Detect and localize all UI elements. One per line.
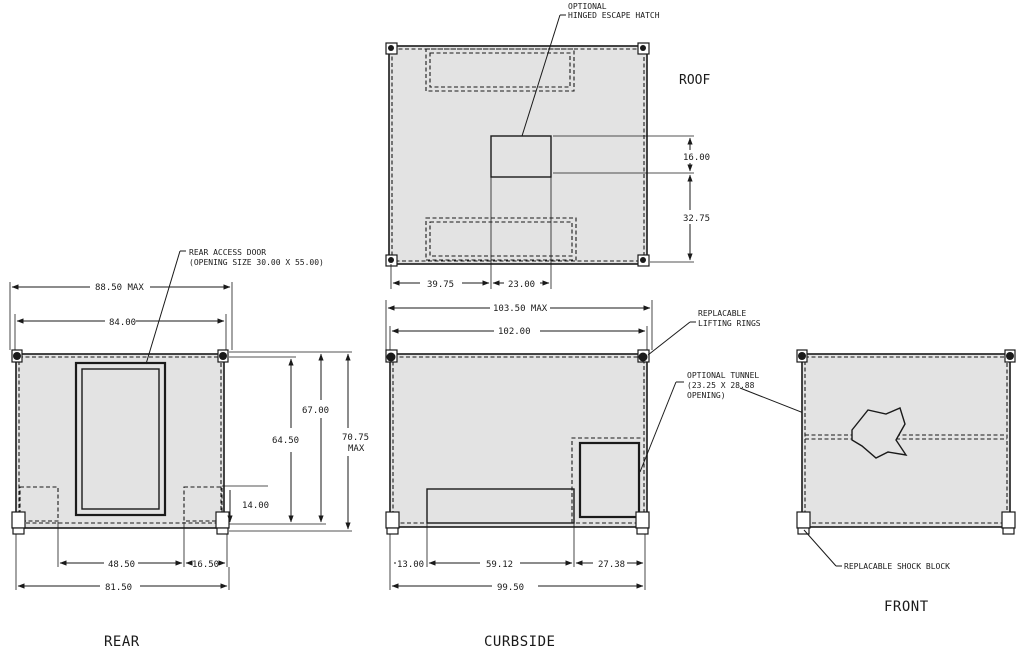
curbside-view-title: CURBSIDE [484,634,555,650]
escape-hatch-leader [521,14,561,137]
escape-hatch-note-line2: HINGED ESCAPE HATCH [568,11,660,20]
dim-rear-bottom-b: 16.50 [192,560,219,570]
front-view-title: FRONT [884,599,929,615]
dim-rear-height-inner: 64.50 [272,436,299,446]
escape-hatch-note-line1: OPTIONAL [568,2,607,11]
dim-roof-hatch-width: 23.00 [508,280,535,290]
shock-block [1001,511,1016,529]
lifting-ring [798,352,806,360]
dim-rear-door-sill: 14.00 [242,501,269,511]
dim-side-bottom-c: 27.38 [598,560,625,570]
lifting-ring [638,352,648,362]
rear-access-door [74,361,167,517]
shock-block [796,511,811,529]
front-tunnel-opening [851,407,908,459]
rear-view: REAR ACCESS DOOR (OPENING SIZE 30.00 X 5… [9,248,369,650]
dim-rear-height-max-note: MAX [348,444,365,454]
roof-view-title: ROOF [679,73,710,88]
roof-panel [388,45,648,265]
shock-block-note: REPLACABLE SHOCK BLOCK [844,562,950,571]
shock-block [385,511,400,529]
dim-side-overall-max: 103.50 MAX [493,304,548,314]
lifting-rings-leader [647,321,691,356]
shock-block [11,511,26,529]
dim-roof-left: 39.75 [427,280,454,290]
shock-block [635,511,650,529]
roof-rear-skid [425,217,577,261]
rear-door-note-line1: REAR ACCESS DOOR [189,248,266,257]
lifting-rings-note-line2: LIFTING RINGS [698,319,761,328]
tunnel-leader [639,381,677,473]
dim-side-bottom-b: 59.12 [486,560,513,570]
lifting-ring [219,352,227,360]
dim-rear-width: 84.00 [109,318,136,328]
roof-front-skid [425,48,575,92]
lifting-ring [1006,352,1014,360]
rear-left-skid-pocket [19,486,59,522]
roof-view: OPTIONAL HINGED ESCAPE HATCH ROOF 16.00 … [385,2,710,290]
front-inner-outline [804,356,1008,524]
tunnel-note-line2: (23.25 X 28.88 [687,381,755,390]
curbside-view: 103.50 MAX 102.00 REPLACABLE LIFTING RIN… [385,300,853,650]
tunnel-note-line1: OPTIONAL TUNNEL [687,371,759,380]
front-view: REPLACABLE SHOCK BLOCK FRONT [796,349,1016,615]
tunnel-note-line3: OPENING) [687,391,726,400]
rear-door-note-line2: (OPENING SIZE 30.00 X 55.00) [189,258,324,267]
lifting-ring [13,352,21,360]
rear-door-leader [145,250,181,365]
front-panel [801,353,1011,528]
curbside-skid [426,488,575,524]
dim-side-width: 102.00 [498,327,531,337]
shock-block [215,511,230,529]
roof-escape-hatch [490,135,552,178]
dim-rear-height: 67.00 [302,406,329,416]
optional-tunnel-opening [578,441,641,519]
dim-rear-bottom-overall: 81.50 [105,583,132,593]
dim-rear-bottom-a: 48.50 [108,560,135,570]
rear-view-title: REAR [104,634,140,650]
rear-inner-outline [18,356,222,524]
dim-rear-height-max: 70.75 [342,433,369,443]
rear-panel [15,353,225,529]
dim-side-bottom-overall: 99.50 [497,583,524,593]
lifting-ring [386,352,396,362]
curbside-panel [389,353,648,528]
dim-roof-hatch-depth: 16.00 [683,153,710,163]
dim-rear-overall-max: 88.50 MAX [95,283,144,293]
dim-side-bottom-a: 13.00 [397,560,424,570]
shock-block-leader [803,529,837,567]
rear-right-skid-pocket [183,486,223,522]
lifting-rings-note-line1: REPLACABLE [698,309,746,318]
dim-roof-hatch-offset: 32.75 [683,214,710,224]
